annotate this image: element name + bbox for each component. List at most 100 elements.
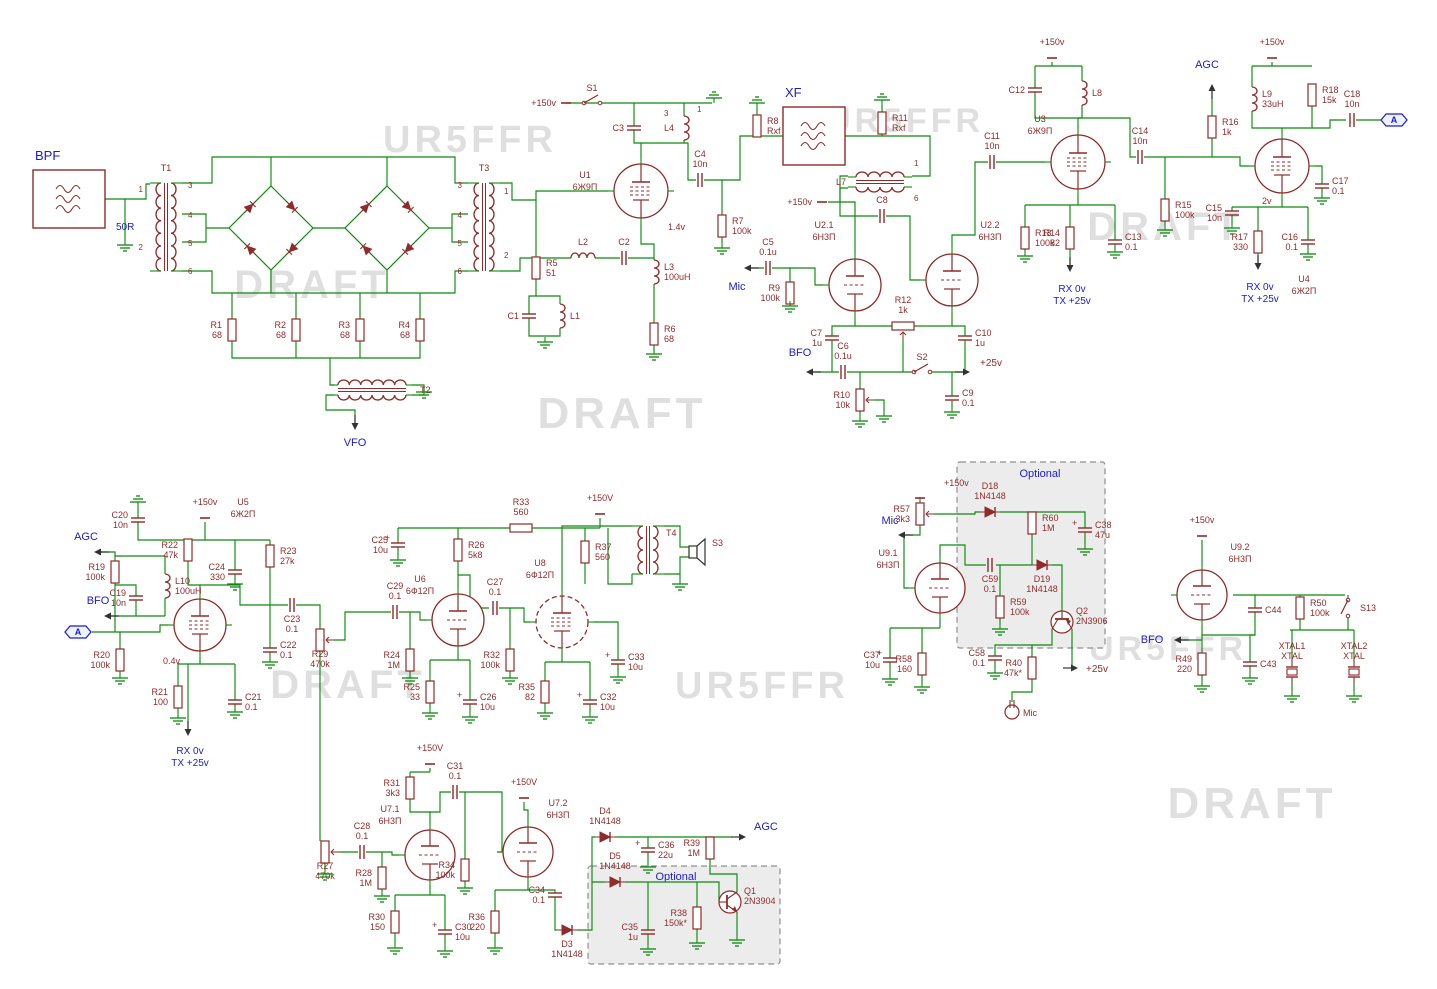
wire — [939, 544, 986, 566]
shape — [509, 523, 533, 533]
wire — [831, 325, 855, 336]
segment — [244, 243, 248, 247]
shape — [425, 680, 435, 704]
c5: C50.1u — [759, 237, 777, 275]
watermark-text: DRAFT — [234, 263, 390, 307]
inductor-coil — [164, 573, 171, 599]
part-label: L9 — [1262, 89, 1272, 99]
ground-icon — [689, 938, 705, 950]
shape — [355, 318, 365, 342]
text-label: +25v — [1086, 664, 1108, 675]
part-label: +150V — [511, 777, 537, 787]
part-label: 82 — [1050, 238, 1060, 248]
text-label: +150v — [944, 478, 969, 488]
part-label: C18 — [1344, 89, 1361, 99]
part-label: C10 — [975, 328, 992, 338]
mic: Mic — [1004, 700, 1037, 720]
part-label: C4 — [694, 149, 706, 159]
part-label: R14 — [1043, 228, 1060, 238]
power-tap: +150v — [1260, 37, 1285, 59]
part-label: 220 — [470, 922, 485, 932]
text-label: 6Н3П — [1229, 554, 1252, 564]
text-label: 3 — [664, 109, 669, 118]
part-label: 10u — [480, 702, 495, 712]
part-label: 10u — [628, 662, 643, 672]
part-label: 330 — [1233, 242, 1248, 252]
inductor-coil — [1251, 86, 1258, 112]
part-label: L4 — [664, 123, 674, 133]
text-label: +25v — [980, 358, 1002, 369]
segment — [368, 201, 372, 205]
t1: T1 — [150, 163, 182, 272]
part-label: 47k* — [1004, 668, 1023, 678]
signal-arrow-icon — [731, 833, 746, 841]
part-label: T3 — [479, 163, 490, 173]
part-label: 0.1 — [972, 658, 985, 668]
part-label: 1N4148 — [1026, 584, 1058, 594]
shape — [597, 100, 603, 106]
net-tag: A — [64, 625, 92, 639]
part-label: 100k — [85, 572, 105, 582]
segment — [410, 209, 414, 213]
watermark-text: UR5FFR — [826, 102, 984, 140]
ground-icon — [1300, 249, 1316, 261]
part-label: R7 — [732, 216, 744, 226]
text-label: 6 — [188, 267, 193, 276]
part-label: 1u — [812, 338, 822, 348]
shape — [488, 182, 495, 272]
ground-icon — [537, 337, 553, 349]
part-label: C16 — [1281, 232, 1298, 242]
text-label: Mic — [728, 281, 746, 293]
inductor-coil — [1081, 80, 1088, 106]
s2: S2 — [911, 352, 933, 375]
shape — [1207, 115, 1217, 139]
part-label: R50 — [1310, 598, 1327, 608]
ground-icon — [987, 668, 1003, 680]
ground-icon — [944, 407, 960, 419]
wire — [874, 399, 885, 411]
text-label: 6 — [458, 267, 463, 276]
text-label: 5 — [188, 239, 193, 248]
text-label: U8 — [534, 558, 546, 568]
wire — [528, 889, 556, 893]
l8: L8 — [1081, 80, 1102, 106]
text-label: +25v — [1086, 664, 1108, 675]
wire — [854, 317, 892, 327]
shape — [1160, 198, 1170, 222]
label: + — [457, 690, 462, 700]
label: + — [432, 920, 437, 930]
part-label: T2 — [420, 385, 431, 395]
shape — [927, 369, 933, 375]
wire — [1249, 634, 1255, 662]
power-tap: +150v — [1190, 515, 1215, 537]
part-label: T4 — [666, 528, 677, 538]
part-label: 10n — [113, 520, 128, 530]
segment — [325, 636, 330, 644]
part-label: 27k — [280, 556, 295, 566]
part-label: 10u — [455, 932, 470, 942]
wire — [366, 851, 399, 856]
signal-arrow-icon — [955, 368, 970, 376]
